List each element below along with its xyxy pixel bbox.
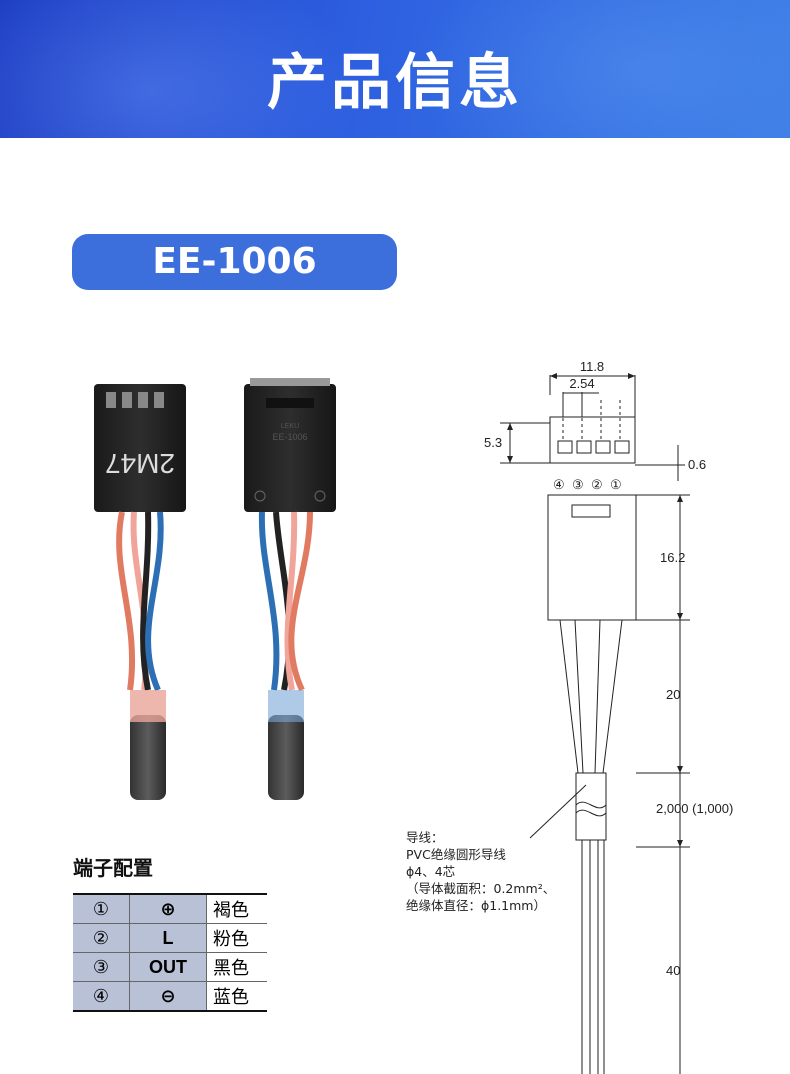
note-line: （导体截面积：0.2mm²、 xyxy=(406,881,555,896)
page-title: 产品信息 xyxy=(267,48,523,118)
dim-body: 16.2 xyxy=(660,550,685,565)
connector-back-view: LEKU EE-1006 xyxy=(244,378,336,800)
header-banner: 产品信息 xyxy=(0,0,790,138)
table-row: ④ ⊖ 蓝色 xyxy=(73,981,267,1012)
pin-symbol: ⊕ xyxy=(129,893,207,924)
pin-symbol: L xyxy=(129,923,207,953)
pin-number: ① xyxy=(73,893,130,924)
note-line: ϕ4、4芯 xyxy=(406,864,455,879)
model-name-badge: EE-1006 xyxy=(72,234,397,290)
dim-height: 5.3 xyxy=(484,435,502,450)
connector-back-marking: EE-1006 xyxy=(272,432,307,442)
terminal-table: ① ⊕ 褐色 ② L 粉色 ③ OUT 黑色 ④ ⊖ 蓝色 xyxy=(73,893,267,1012)
note-line: 导线： xyxy=(406,830,444,845)
terminal-config-title: 端子配置 xyxy=(73,856,153,880)
wire-color: 黑色 xyxy=(206,952,267,982)
table-row: ① ⊕ 褐色 xyxy=(73,893,267,924)
pin-label: ② xyxy=(591,477,603,492)
wire-color: 蓝色 xyxy=(206,981,267,1012)
table-row: ③ OUT 黑色 xyxy=(73,952,267,982)
wire-color: 褐色 xyxy=(206,893,267,924)
connector-front-view: 2M47 xyxy=(94,384,186,800)
wire-color: 粉色 xyxy=(206,923,267,953)
pin-label: ④ xyxy=(553,477,565,492)
pin-number: ③ xyxy=(73,952,130,982)
svg-text:LEKU: LEKU xyxy=(281,423,299,430)
dim-width: 11.8 xyxy=(580,359,604,374)
dim-pitch: 2.54 xyxy=(569,376,594,391)
connector-marking: 2M47 xyxy=(105,448,175,479)
pin-symbol: ⊖ xyxy=(129,981,207,1012)
dim-end: 40 xyxy=(666,963,680,978)
note-line: PVC绝缘圆形导线 xyxy=(406,847,506,862)
table-row: ② L 粉色 xyxy=(73,923,267,953)
pin-number: ④ xyxy=(73,981,130,1012)
dim-thickness: 0.6 xyxy=(688,457,706,472)
pin-label: ① xyxy=(610,477,622,492)
pin-symbol: OUT xyxy=(129,952,207,982)
pin-number: ② xyxy=(73,923,130,953)
product-photo: 2M47 LEKU EE-1006 xyxy=(94,378,336,800)
dim-wire-exposed: 20 xyxy=(666,687,680,702)
dim-cable: 2,000 (1,000) xyxy=(656,801,733,816)
note-line: 绝缘体直径：ϕ1.1mm） xyxy=(406,898,546,913)
pin-label: ③ xyxy=(572,477,584,492)
dimension-drawing: 11.8 2.54 5.3 0.6 ④ ③ ② ① 16.2 20 2,000 … xyxy=(406,359,733,1074)
